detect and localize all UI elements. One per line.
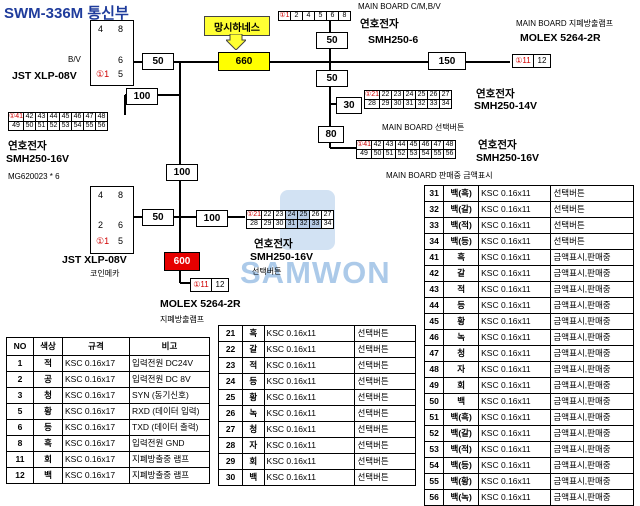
- label-select-button: 선택버튼: [252, 267, 282, 276]
- label-molex-top: MOLEX 5264-2R: [520, 32, 601, 44]
- label-mb-cmbv: MAIN BOARD C/M,B/V: [358, 2, 441, 11]
- label-smh250-16v-right: SMH250-16V: [476, 152, 540, 164]
- label-mb-jipye: MAIN BOARD 지폐방출램프: [516, 19, 614, 28]
- length-50-mid: 50: [316, 70, 348, 87]
- connector-smh250-center: ①21 22 23 24 25 26 27 28 29 30 31 32 33 …: [245, 210, 335, 229]
- length-80: 80: [318, 126, 344, 143]
- label-yeonho-3: 연호전자: [478, 139, 517, 151]
- connector-jst-top: [90, 20, 134, 86]
- label-mb-select: MAIN BOARD 선택버튼: [382, 123, 465, 132]
- label-smh250-14v: SMH250-14V: [474, 100, 538, 112]
- label-bv: B/V: [68, 55, 81, 64]
- label-molex-bottom: MOLEX 5264-2R: [160, 298, 241, 310]
- length-50-left: 50: [142, 53, 174, 70]
- connector-jst-lower: [90, 186, 134, 254]
- length-600: 600: [164, 252, 200, 271]
- table-header: NO 색상 규격 비고: [6, 337, 210, 356]
- callout-arrow-icon: [226, 34, 246, 50]
- label-smh250-6: SMH250-6: [368, 34, 419, 46]
- label-yeonho-4: 연호전자: [8, 140, 47, 152]
- connector-smh250-14v: ①21 22 23 24 25 26 27 28 29 30 31 32 33 …: [363, 90, 453, 109]
- page-title: SWM-336M 통신부: [4, 5, 129, 22]
- connector-molex-bottom: ①11 12: [190, 278, 229, 292]
- label-coin: 코인메카: [90, 269, 120, 278]
- label-mb-pan: MAIN BOARD 판매중 금액표시: [386, 171, 493, 180]
- label-yeonho-1: 연호전자: [360, 18, 399, 30]
- length-100-right: 100: [196, 210, 228, 227]
- label-jst-lower: JST XLP-08V: [62, 254, 127, 266]
- label-jipye-lamp: 지폐방출램프: [160, 315, 205, 324]
- length-50-jst2: 50: [142, 209, 174, 226]
- label-smh250-16v-left: SMH250-16V: [6, 153, 70, 165]
- label-mg620023: MG620023 * 6: [8, 172, 60, 181]
- connector-smh250-16v-right: ①41 42 43 44 45 46 47 48 49 50 51 52 53 …: [355, 140, 457, 159]
- length-150: 150: [428, 52, 466, 70]
- connector-top-6pin: ①1 2 4 5 6 8: [278, 11, 351, 21]
- harness-callout: 망시하네스: [204, 16, 270, 36]
- length-30: 30: [336, 97, 362, 114]
- label-yeonho-2: 연호전자: [476, 88, 515, 100]
- length-100-left: 100: [126, 88, 158, 105]
- length-100-mid: 100: [166, 164, 198, 181]
- connector-molex-top: ①11 12: [512, 54, 551, 68]
- length-50-top: 50: [316, 32, 348, 49]
- length-660: 660: [218, 52, 270, 71]
- label-jst-top: JST XLP-08V: [12, 70, 77, 82]
- label-yeonho-5: 연호전자: [254, 238, 293, 250]
- connector-smh250-16v-left: ①41 42 43 44 45 46 47 48 49 50 51 52 53 …: [7, 112, 109, 131]
- label-smh250-16v-center: SMH250-16V: [250, 251, 314, 263]
- watermark-text: SAMWON: [240, 255, 391, 290]
